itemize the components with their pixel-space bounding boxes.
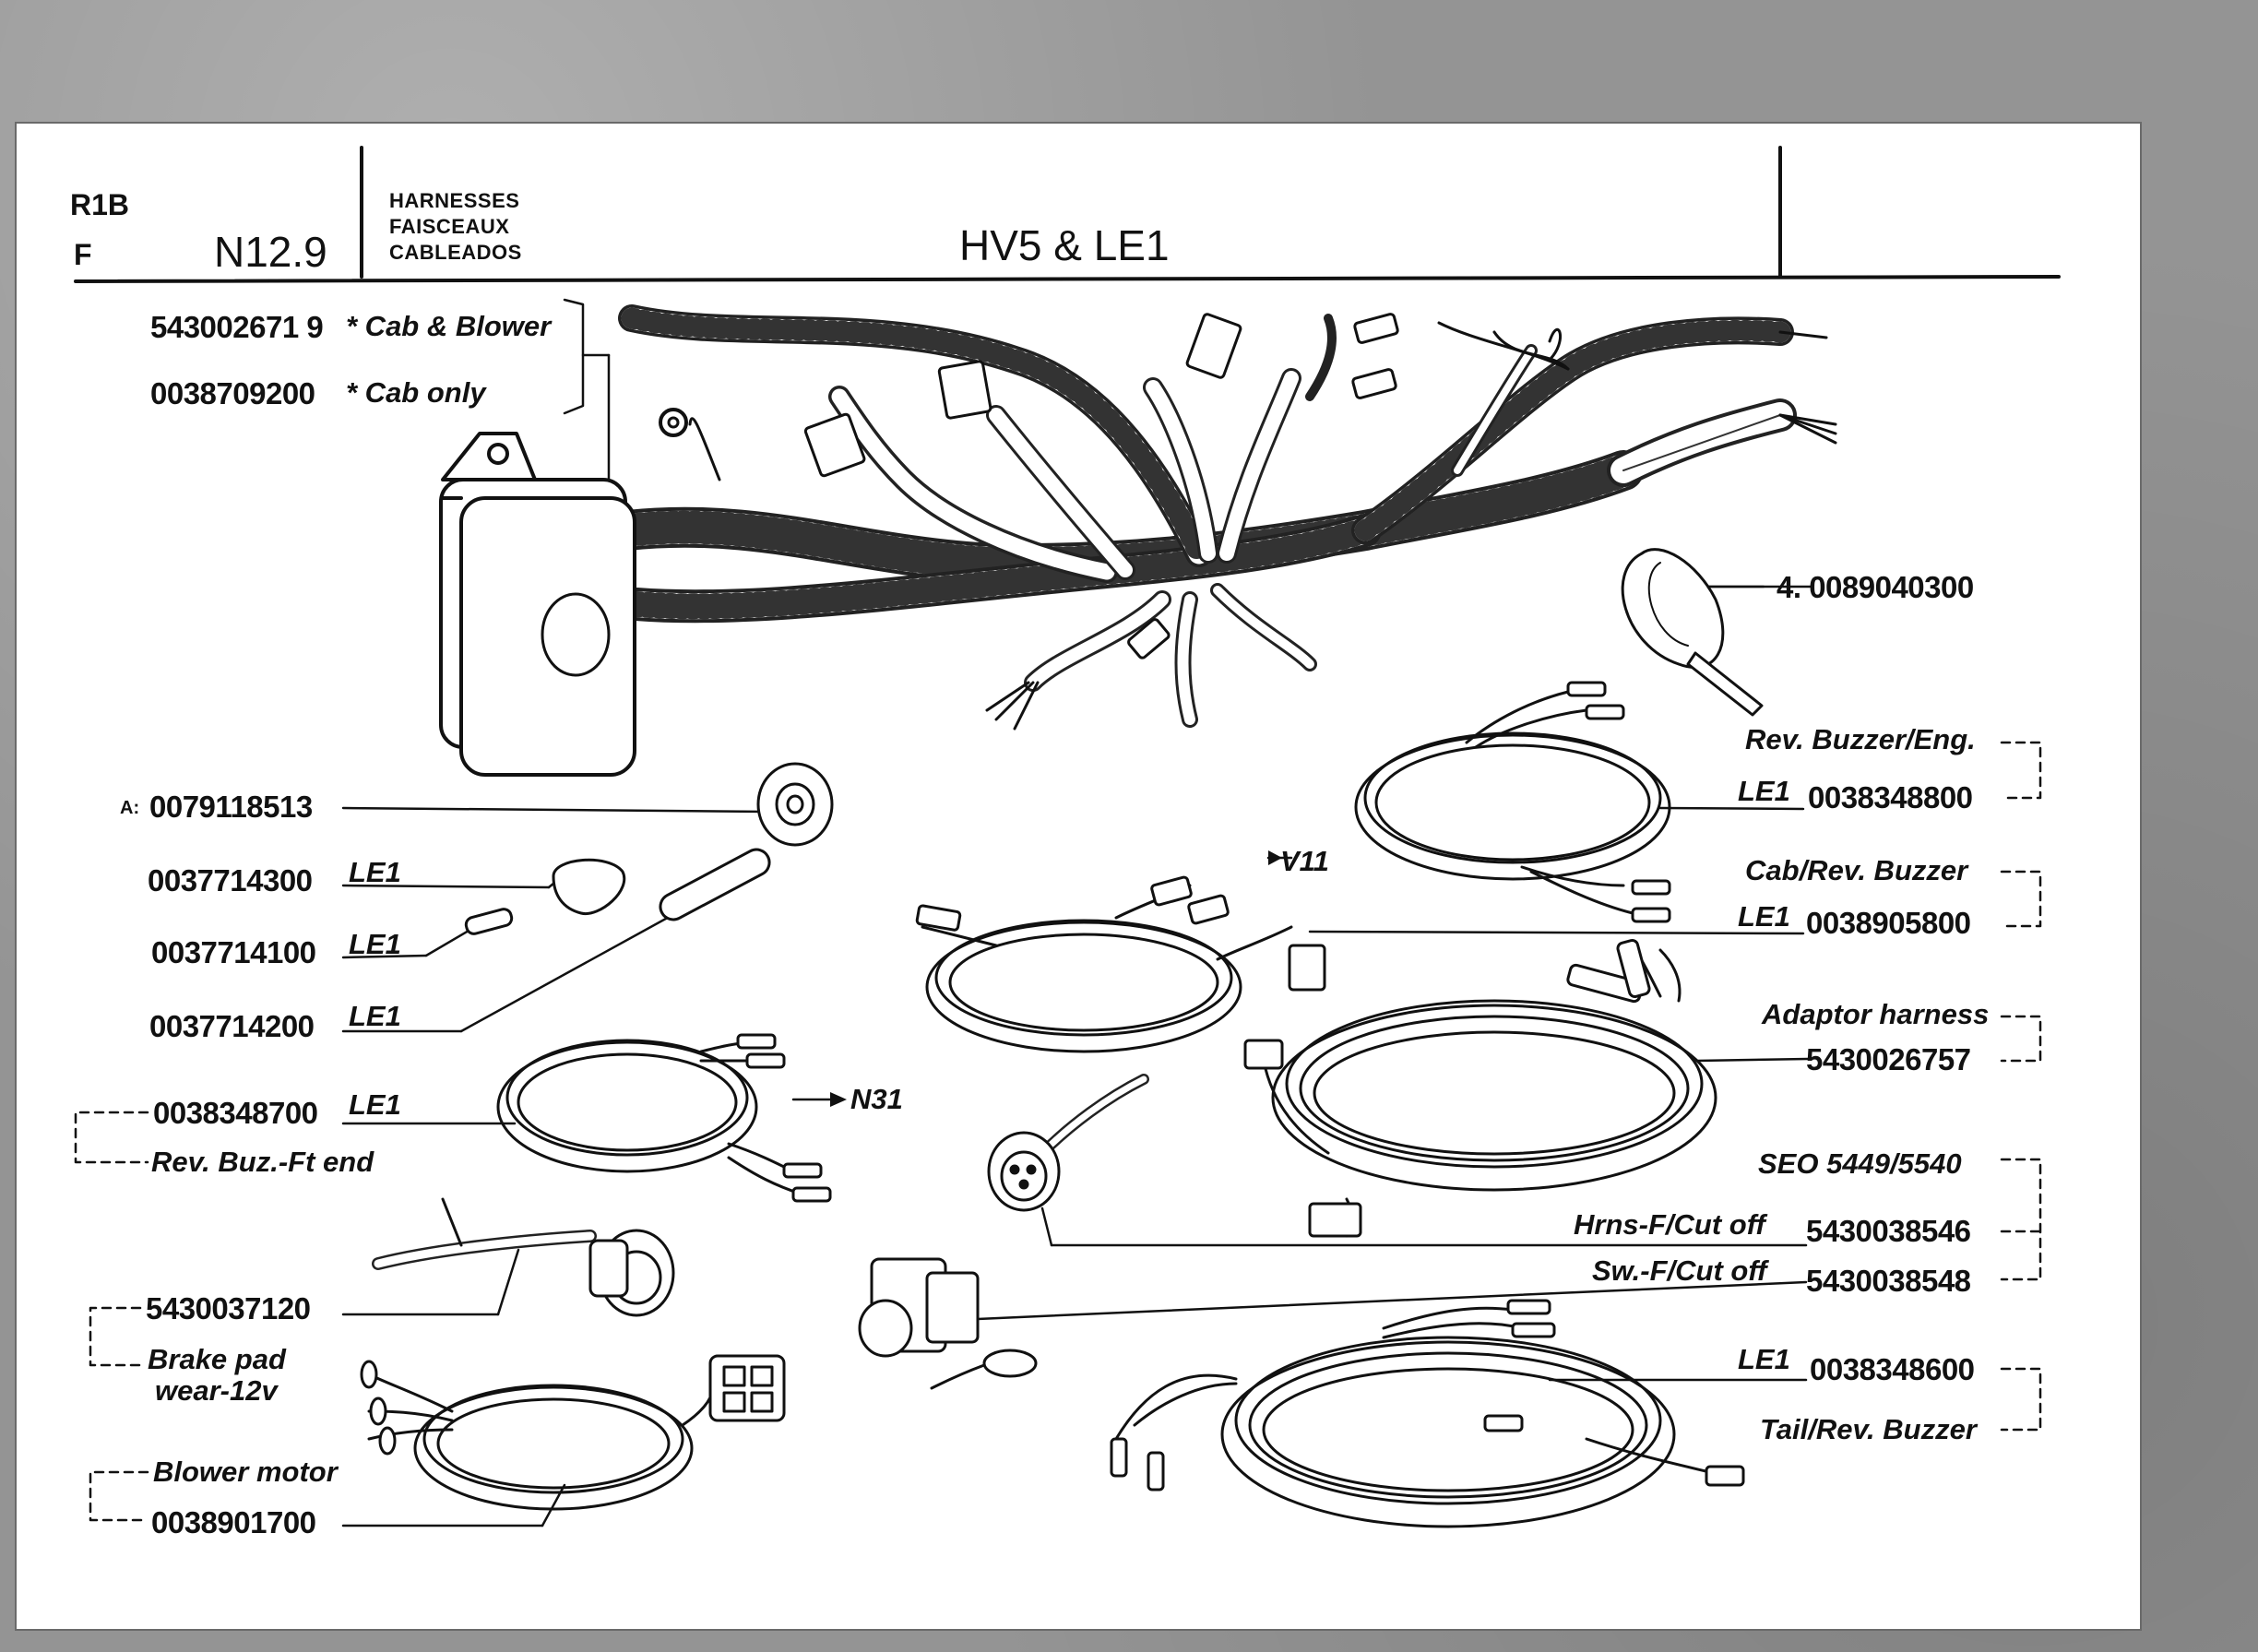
tag-tail-rev-buzzer: LE1: [1738, 1343, 1790, 1375]
part-cab-only: 0038709200: [150, 376, 315, 410]
part-cable-tie: 4. 0089040300: [1777, 570, 1974, 604]
part-cab-blower: 543002671 9: [150, 310, 324, 344]
header-rules: [74, 146, 2061, 283]
part-0037714300: 0037714300: [148, 863, 313, 897]
coil-adaptor: [1243, 939, 1717, 1238]
tag-rev-buz-ft-end: LE1: [349, 1088, 401, 1121]
language-code: F: [74, 238, 92, 271]
part-adaptor-harness: 5430026757: [1806, 1042, 1971, 1076]
part-rev-buzzer-eng: 0038348800: [1808, 780, 1973, 814]
desc-hrns-cutoff: Hrns-F/Cut off: [1574, 1208, 1765, 1241]
part-hrns-cutoff: 5430038546: [1806, 1214, 1971, 1248]
coil-rev-buz-ft-end: [496, 1033, 832, 1203]
desc-blower-motor: Blower motor: [153, 1456, 338, 1488]
section-line-2: FAISCEAUX: [389, 215, 510, 238]
coil-cab-rev-buzzer: [915, 875, 1326, 1053]
ref-v11: V11: [1280, 845, 1329, 877]
tag-0037714300: LE1: [349, 856, 401, 888]
section-line-1: HARNESSES: [389, 189, 520, 212]
desc-adaptor-harness: Adaptor harness: [1762, 998, 1990, 1030]
desc-tail-rev-buzzer: Tail/Rev. Buzzer: [1760, 1413, 1977, 1445]
ref-n31: N31: [850, 1083, 903, 1115]
coil-blower-motor: [360, 1354, 786, 1511]
grommet: [756, 762, 834, 847]
desc-cab-rev-buzzer: Cab/Rev. Buzzer: [1745, 854, 1968, 886]
page-title: HV5 & LE1: [959, 221, 1170, 269]
grommet-prefix: A:: [120, 798, 140, 818]
desc-cab-only: * Cab only: [346, 376, 486, 409]
part-grommet: 0079118513: [149, 790, 313, 824]
model-code: R1B: [70, 188, 130, 221]
desc-cab-blower: * Cab & Blower: [346, 310, 552, 342]
desc-brake-pad-2: wear-12v: [155, 1374, 278, 1407]
tag-rev-buzzer-eng: LE1: [1738, 775, 1790, 807]
coil-tail-rev-buzzer: [1110, 1299, 1745, 1528]
small-parts: [464, 848, 771, 935]
part-sw-cutoff: 5430038548: [1806, 1264, 1971, 1298]
part-cab-rev-buzzer: 0038905800: [1806, 906, 1971, 940]
part-rev-buz-ft-end: 0038348700: [153, 1096, 318, 1130]
tag-cab-rev-buzzer: LE1: [1738, 900, 1790, 933]
part-0037714100: 0037714100: [151, 935, 316, 969]
desc-brake-pad-1: Brake pad: [148, 1343, 286, 1375]
tag-0037714100: LE1: [349, 928, 401, 960]
cable-tie: [1621, 548, 1764, 717]
coil-rev-buzzer-eng: [1354, 681, 1671, 923]
desc-seo: SEO 5449/5540: [1758, 1147, 1962, 1180]
page-reference: N12.9: [214, 228, 327, 276]
brake-pad-harness: [372, 1197, 675, 1317]
cutoff-switch: [858, 1257, 1038, 1390]
main-harness: [607, 304, 1837, 731]
desc-sw-cutoff: Sw.-F/Cut off: [1592, 1254, 1767, 1287]
part-brake-pad: 5430037120: [146, 1291, 311, 1325]
control-box: [439, 432, 636, 777]
part-blower-motor: 0038901700: [151, 1505, 316, 1539]
part-tail-rev-buzzer: 0038348600: [1810, 1352, 1975, 1386]
dashed-brackets: [74, 741, 2042, 1522]
cutoff-harness: [987, 1074, 1149, 1212]
leader-lines: [341, 585, 1814, 1527]
harness-connectors: [803, 313, 1399, 660]
part-0037714200: 0037714200: [149, 1009, 315, 1043]
tag-0037714200: LE1: [349, 1000, 401, 1032]
section-line-3: CABLEADOS: [389, 241, 522, 264]
desc-rev-buz-ft-end: Rev. Buz.-Ft end: [151, 1146, 374, 1178]
arrow-heads: [830, 850, 1282, 1107]
desc-rev-buzzer-eng: Rev. Buzzer/Eng.: [1745, 723, 1976, 755]
